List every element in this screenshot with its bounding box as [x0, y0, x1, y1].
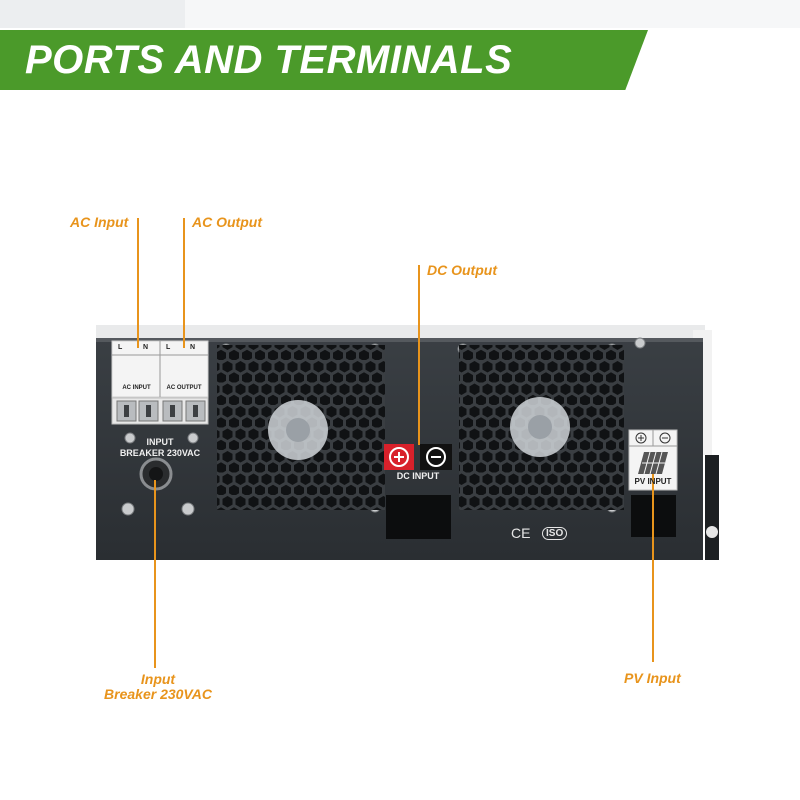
iso-mark: ISO	[542, 527, 568, 540]
right-bracket	[705, 455, 719, 560]
ac-output-plate-label: AC OUTPUT	[166, 385, 202, 391]
ac-input-plate-label: AC INPUT	[122, 385, 151, 391]
pv-input-plate-label: PV INPUT	[634, 477, 672, 486]
dc-input-label: DC INPUT	[396, 471, 440, 481]
dc-cable-cutout	[386, 495, 451, 539]
terminal-n-label-1: N	[143, 344, 149, 351]
title-banner	[0, 30, 648, 90]
callout-input-breaker-line1: Input	[140, 671, 176, 687]
top-strip	[0, 0, 185, 28]
callout-pv-input: PV Input	[624, 670, 681, 686]
top-strip-right	[185, 0, 800, 28]
page-title: PORTS AND TERMINALS	[25, 38, 513, 82]
breaker-label-line1: INPUT	[146, 437, 174, 447]
terminal-n-label-2: N	[190, 344, 196, 351]
callout-input-breaker-line2: Breaker 230VAC	[104, 686, 212, 702]
breaker-label-line2: BREAKER 230VAC	[119, 448, 201, 458]
callout-ac-input: AC Input	[70, 214, 129, 230]
terminal-l-label-1: L	[118, 344, 123, 351]
ce-mark: CE	[511, 525, 531, 541]
terminal-l-label-2: L	[166, 344, 171, 351]
callout-dc-output: DC Output	[427, 262, 497, 278]
callout-ac-output: AC Output	[192, 214, 262, 230]
